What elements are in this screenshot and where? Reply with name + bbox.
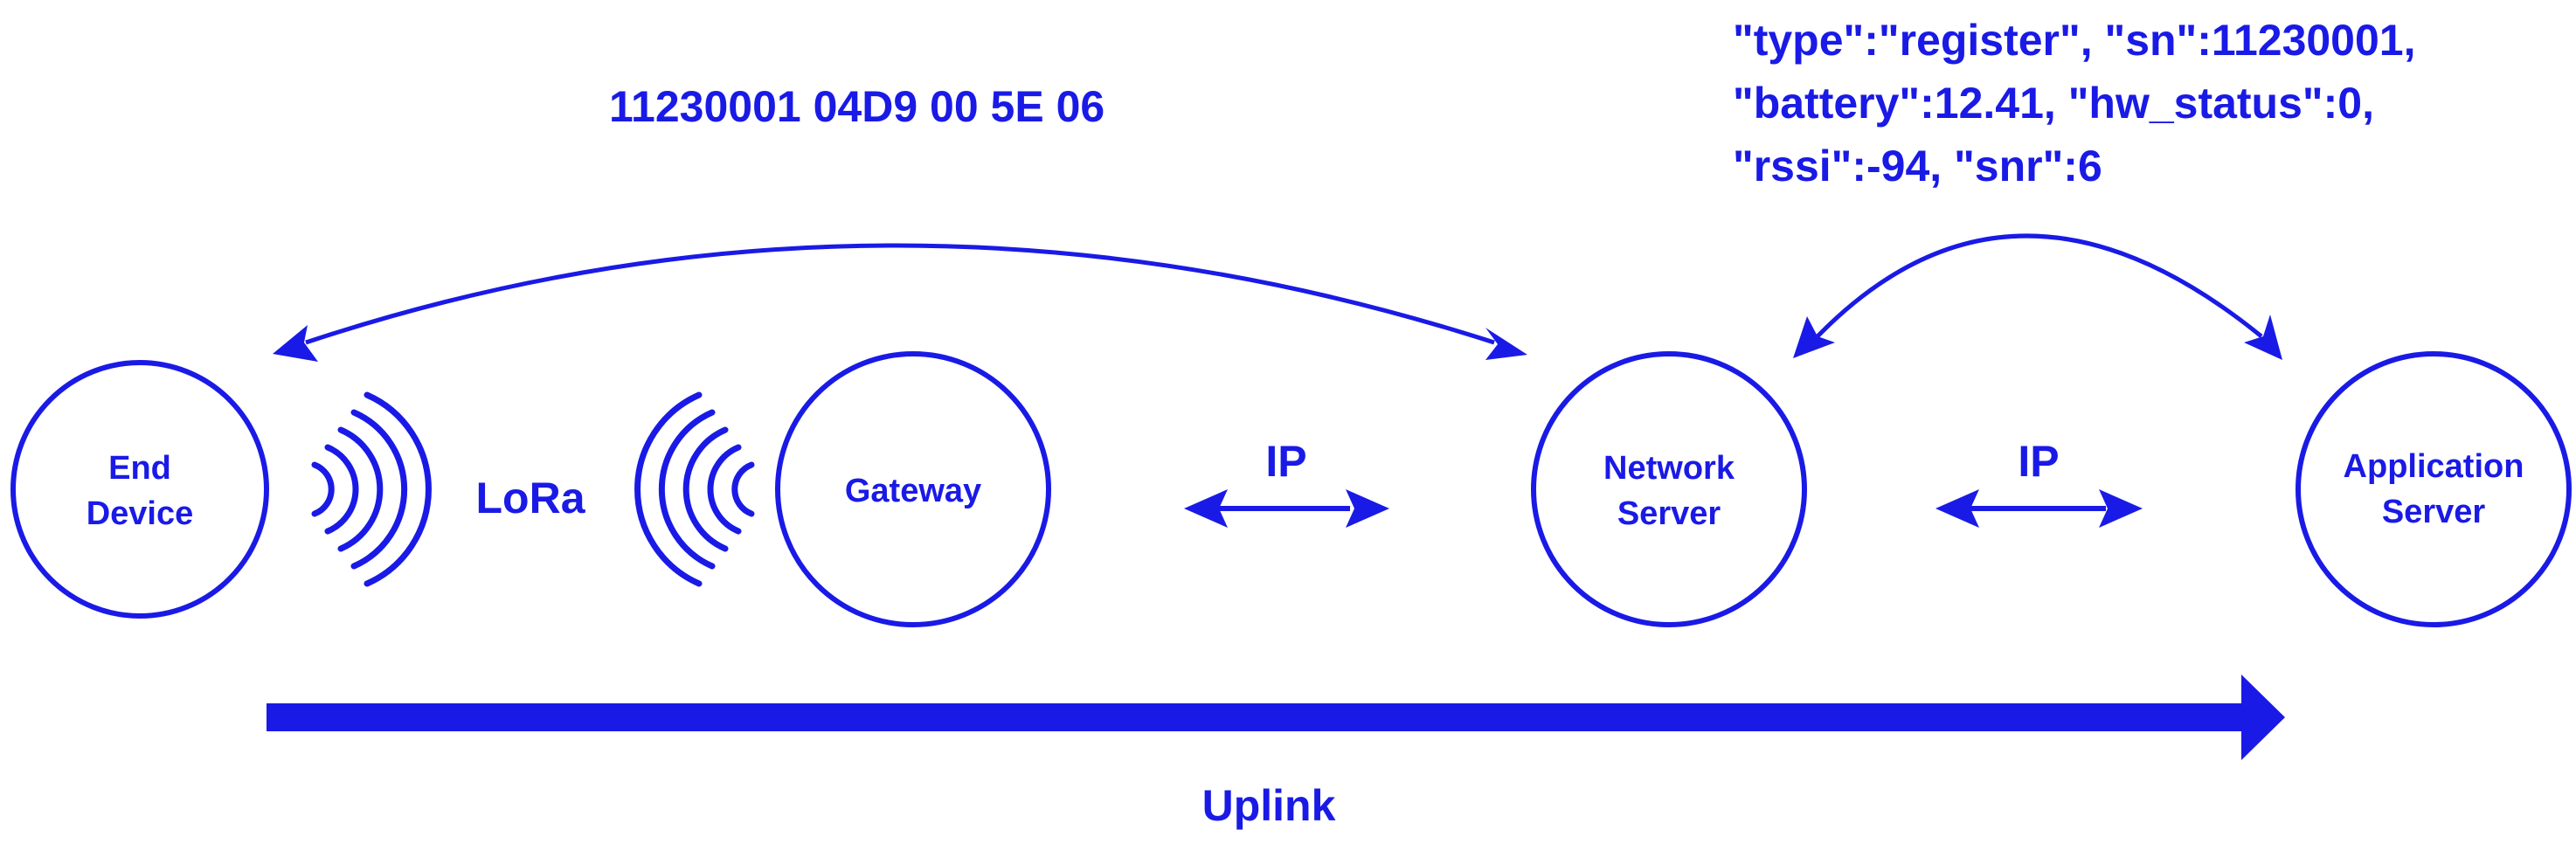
gateway-label-line1: Gateway xyxy=(844,473,982,509)
ip-label-2: IP xyxy=(2018,437,2060,486)
json-payload: "type":"register", "sn":11230001, "batte… xyxy=(1733,9,2416,197)
uplink-label: Uplink xyxy=(1201,781,1336,830)
application-server-label-line2: Server xyxy=(2381,494,2486,530)
hex-payload: 11230001 04D9 00 5E 06 xyxy=(609,82,1105,131)
gateway-node xyxy=(775,351,1051,627)
end-device-radio-waves-icon xyxy=(311,391,432,587)
network-server-node xyxy=(1531,351,1807,627)
ip-link-arrow-2 xyxy=(1935,489,2143,528)
ip-link-arrow-1 xyxy=(1184,489,1389,528)
json-payload-line1: "type":"register", "sn":11230001, xyxy=(1733,16,2416,65)
lora-label: LoRa xyxy=(475,474,585,522)
application-server-node xyxy=(2296,351,2572,627)
end-device-node xyxy=(10,360,269,619)
json-payload-line3: "rssi":-94, "snr":6 xyxy=(1733,142,2102,190)
application-server-label: Application Server xyxy=(2344,444,2524,535)
network-server-label-line1: Network xyxy=(1603,450,1735,487)
end-device-label-line2: Device xyxy=(86,495,194,532)
end-device-label: End Device xyxy=(87,446,194,536)
downlink-curve-arrow xyxy=(273,243,1527,362)
ip-label-1: IP xyxy=(1265,437,1307,486)
gateway-radio-waves-icon xyxy=(634,391,755,587)
network-server-label: Network Server xyxy=(1603,446,1735,536)
end-device-label-line1: End xyxy=(108,450,171,487)
application-server-label-line1: Application xyxy=(2343,448,2524,485)
network-server-label-line2: Server xyxy=(1617,495,1721,532)
gateway-label: Gateway xyxy=(845,468,981,514)
server-sync-curve-arrow xyxy=(1793,233,2282,360)
uplink-arrow xyxy=(267,675,2285,760)
json-payload-line2: "battery":12.41, "hw_status":0, xyxy=(1733,79,2374,128)
